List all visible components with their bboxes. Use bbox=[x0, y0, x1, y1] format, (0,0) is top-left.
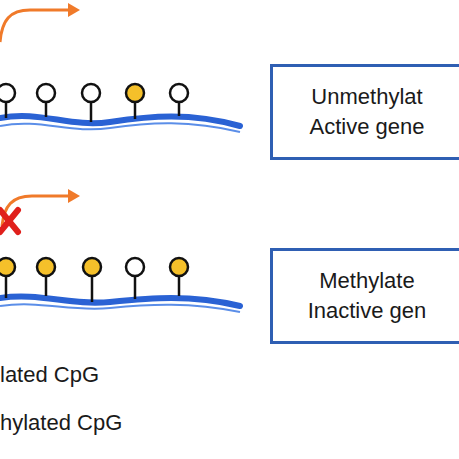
label-box: Methylate Inactive gen bbox=[270, 248, 459, 344]
methylated-cpg bbox=[0, 258, 15, 276]
methylated-cpg bbox=[126, 84, 144, 102]
unmethylated-cpg bbox=[170, 84, 188, 102]
methylated-cpg bbox=[37, 258, 55, 276]
transcription-arrow bbox=[0, 10, 70, 42]
unmethylated-cpg bbox=[82, 84, 100, 102]
dna-strand bbox=[0, 123, 240, 132]
unmethylated-cpg bbox=[37, 84, 55, 102]
box-label: Unmethylat Active gene bbox=[297, 82, 437, 142]
label-box: Unmethylat Active gene bbox=[270, 64, 459, 160]
unmethylated-cpg bbox=[0, 84, 15, 102]
legend-label: hylated CpG bbox=[0, 410, 122, 436]
box-label: Methylate Inactive gen bbox=[297, 266, 437, 326]
unmethylated-cpg bbox=[126, 258, 144, 276]
legend-label: lated CpG bbox=[0, 362, 99, 388]
dna-strand bbox=[0, 304, 240, 312]
methylated-cpg bbox=[170, 258, 188, 276]
cpg-row bbox=[0, 84, 188, 122]
arrow-head bbox=[68, 3, 80, 17]
block-cross bbox=[0, 210, 18, 232]
arrow-head bbox=[68, 189, 80, 203]
cpg-row bbox=[0, 258, 188, 302]
methylated-cpg bbox=[83, 258, 101, 276]
